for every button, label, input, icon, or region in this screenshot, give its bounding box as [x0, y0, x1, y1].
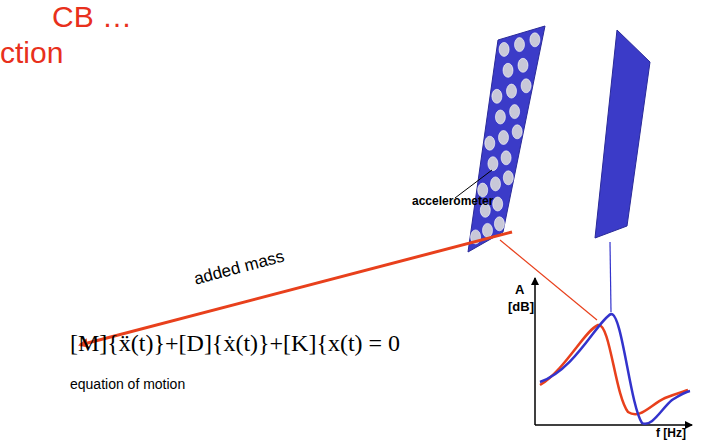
accelerometers — [471, 33, 540, 244]
pointer-line — [610, 242, 611, 312]
slide-title: CB … — [52, 0, 132, 34]
axis-label: f [Hz] — [656, 426, 686, 440]
slide-title: ction — [0, 36, 63, 70]
plate — [595, 30, 650, 238]
x-axis — [535, 424, 692, 426]
added-mass-arrow — [80, 232, 512, 345]
axis-label: A — [515, 282, 524, 297]
axis-unit: [dB] — [508, 299, 534, 314]
arrow-label: added mass — [190, 246, 289, 290]
response-curve — [540, 314, 690, 424]
part-label: accelerometer — [412, 194, 493, 208]
leader-line — [455, 170, 492, 198]
plate-with-mass — [468, 26, 545, 252]
y-axis — [534, 278, 536, 425]
equation: [M]{ẍ(t)}+[D]{ẋ(t)}+[K]{x(t) = 0 — [70, 330, 400, 357]
pointer-line — [500, 240, 597, 320]
equation-caption: equation of motion — [70, 376, 185, 392]
